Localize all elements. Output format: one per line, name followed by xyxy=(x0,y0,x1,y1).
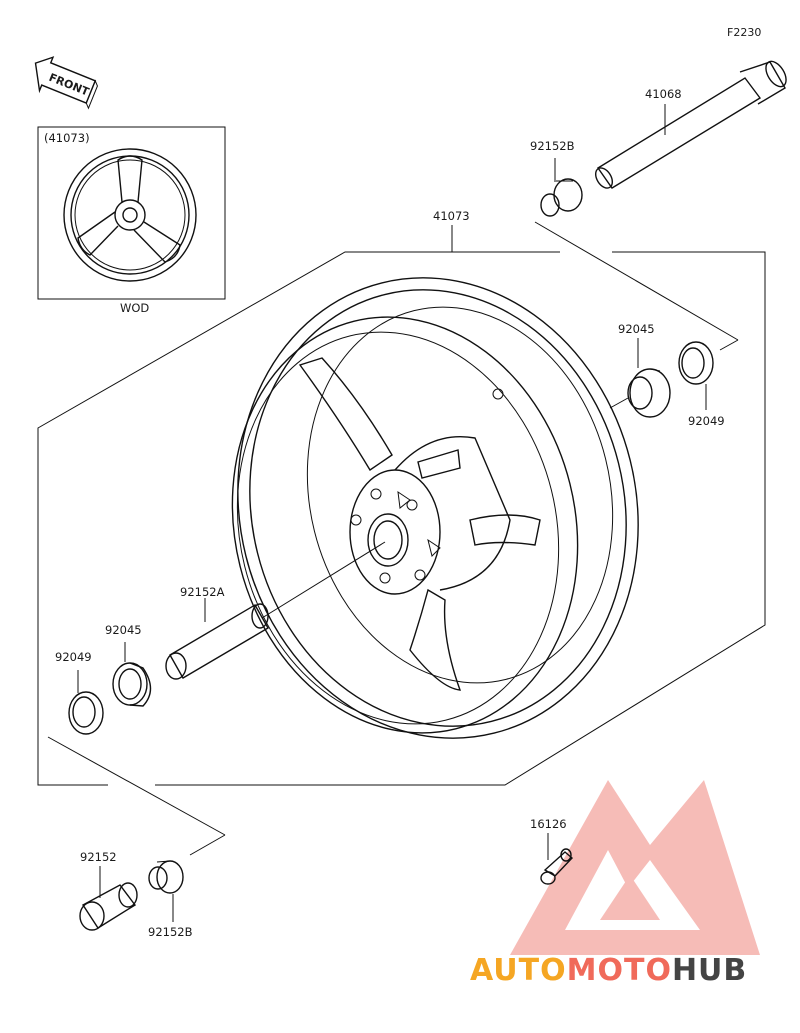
label-seal-right: 92049 xyxy=(688,414,725,428)
assembly-outline xyxy=(37,225,766,786)
axle: 41068 xyxy=(594,60,787,189)
watermark-text: AUTOMOTOHUB xyxy=(470,953,747,988)
svg-text:AUTOMOTOHUB: AUTOMOTOHUB xyxy=(470,953,747,988)
label-collar-bottom: 92152 xyxy=(80,850,117,864)
label-bearing-right: 92045 xyxy=(618,322,655,336)
bearing-right: 92045 xyxy=(609,322,671,418)
front-label: FRONT xyxy=(47,71,91,99)
watermark-brand-c: HUB xyxy=(672,953,747,988)
collar-top: 92152B xyxy=(530,139,739,351)
inset-box: (41073) WOD xyxy=(37,126,226,315)
inset-ref: (41073) xyxy=(44,131,90,145)
label-axle: 41068 xyxy=(645,87,682,101)
front-arrow-icon: FRONT xyxy=(34,56,98,110)
collar-bottom: 92152 xyxy=(79,850,138,931)
seal-left: 92049 xyxy=(47,650,226,856)
watermark-logo xyxy=(510,780,760,955)
label-collar-bottom-b: 92152B xyxy=(148,925,193,939)
valve: 16126 xyxy=(530,817,574,885)
label-seal-left: 92049 xyxy=(55,650,92,664)
label-valve: 16126 xyxy=(530,817,567,831)
watermark-brand-b: MOTO xyxy=(567,953,672,988)
spacer: 92152A xyxy=(165,585,269,680)
seal-right: 92049 xyxy=(678,341,725,428)
bearing-left: 92045 xyxy=(105,623,152,707)
label-spacer: 92152A xyxy=(180,585,225,599)
watermark-brand-a: AUTO xyxy=(470,953,567,988)
inset-caption: WOD xyxy=(120,301,149,315)
collar-bottom-b: 92152B xyxy=(148,860,193,939)
label-collar-top: 92152B xyxy=(530,139,575,153)
label-wheel: 41073 xyxy=(433,209,470,223)
wheel xyxy=(231,277,639,739)
figure-code: F2230 xyxy=(727,26,761,39)
label-bearing-left: 92045 xyxy=(105,623,142,637)
